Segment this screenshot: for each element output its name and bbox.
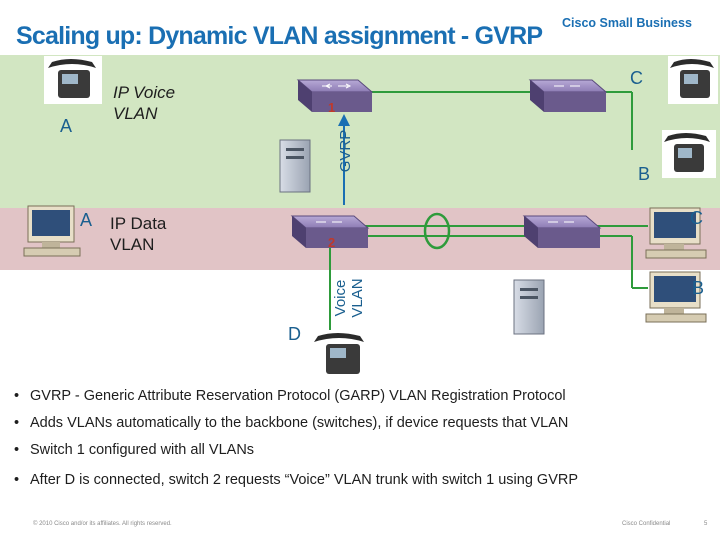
bullet-item: •Switch 1 configured with all VLANs: [14, 442, 255, 458]
bullet-item: •Adds VLANs automatically to the backbon…: [14, 415, 569, 431]
ip-data-vlan-label: IP Data VLAN: [110, 214, 167, 254]
bullet-item: •GVRP - Generic Attribute Reservation Pr…: [14, 388, 566, 404]
page-number: 5: [704, 521, 708, 527]
ip-phone-icon: [662, 130, 716, 178]
switch-c: [528, 79, 608, 112]
host-b-data-label: B: [692, 278, 705, 298]
confidential-footer: Cisco Confidential: [622, 521, 671, 527]
ip-phone-icon: [668, 56, 718, 104]
copyright-footer: © 2010 Cisco and/or its affiliates. All …: [33, 521, 172, 527]
host-a-data-label: A: [80, 210, 93, 230]
switch-2: [290, 215, 370, 248]
bullet-item: •After D is connected, switch 2 requests…: [14, 472, 579, 488]
host-a-voice-label: A: [60, 116, 73, 136]
desktop-computer-icon: [23, 205, 81, 257]
voice-vlan-label: Voice VLAN: [332, 278, 366, 318]
voice-vlan-band: [0, 55, 720, 208]
trunk-ellipse: [423, 212, 451, 250]
host-c-voice-label: C: [630, 68, 643, 88]
host-b-voice-label: B: [638, 164, 651, 184]
trunk-link-switch2-to-switchB: [356, 225, 538, 237]
desktop-computer-icon: [645, 207, 707, 259]
gvrp-arrow: [338, 114, 350, 205]
desktop-computer-icon: [645, 271, 707, 323]
ip-phone-icon: [312, 330, 372, 378]
host-d-label: D: [288, 324, 301, 344]
slide-title: Scaling up: Dynamic VLAN assignment - GV…: [16, 22, 543, 50]
server-icon: [279, 139, 311, 193]
brand-label: Cisco Small Business: [562, 16, 692, 30]
switch-1: [296, 79, 374, 112]
ip-phone-icon: [44, 56, 102, 104]
gvrp-label: GVRP: [337, 129, 354, 173]
host-c-data-label: C: [690, 208, 703, 228]
switch-1-label: 1: [328, 100, 336, 115]
ip-voice-vlan-label: IP Voice VLAN: [113, 83, 176, 123]
switch-b: [522, 215, 602, 248]
server-icon: [513, 279, 545, 335]
switch-2-label: 2: [328, 235, 336, 250]
